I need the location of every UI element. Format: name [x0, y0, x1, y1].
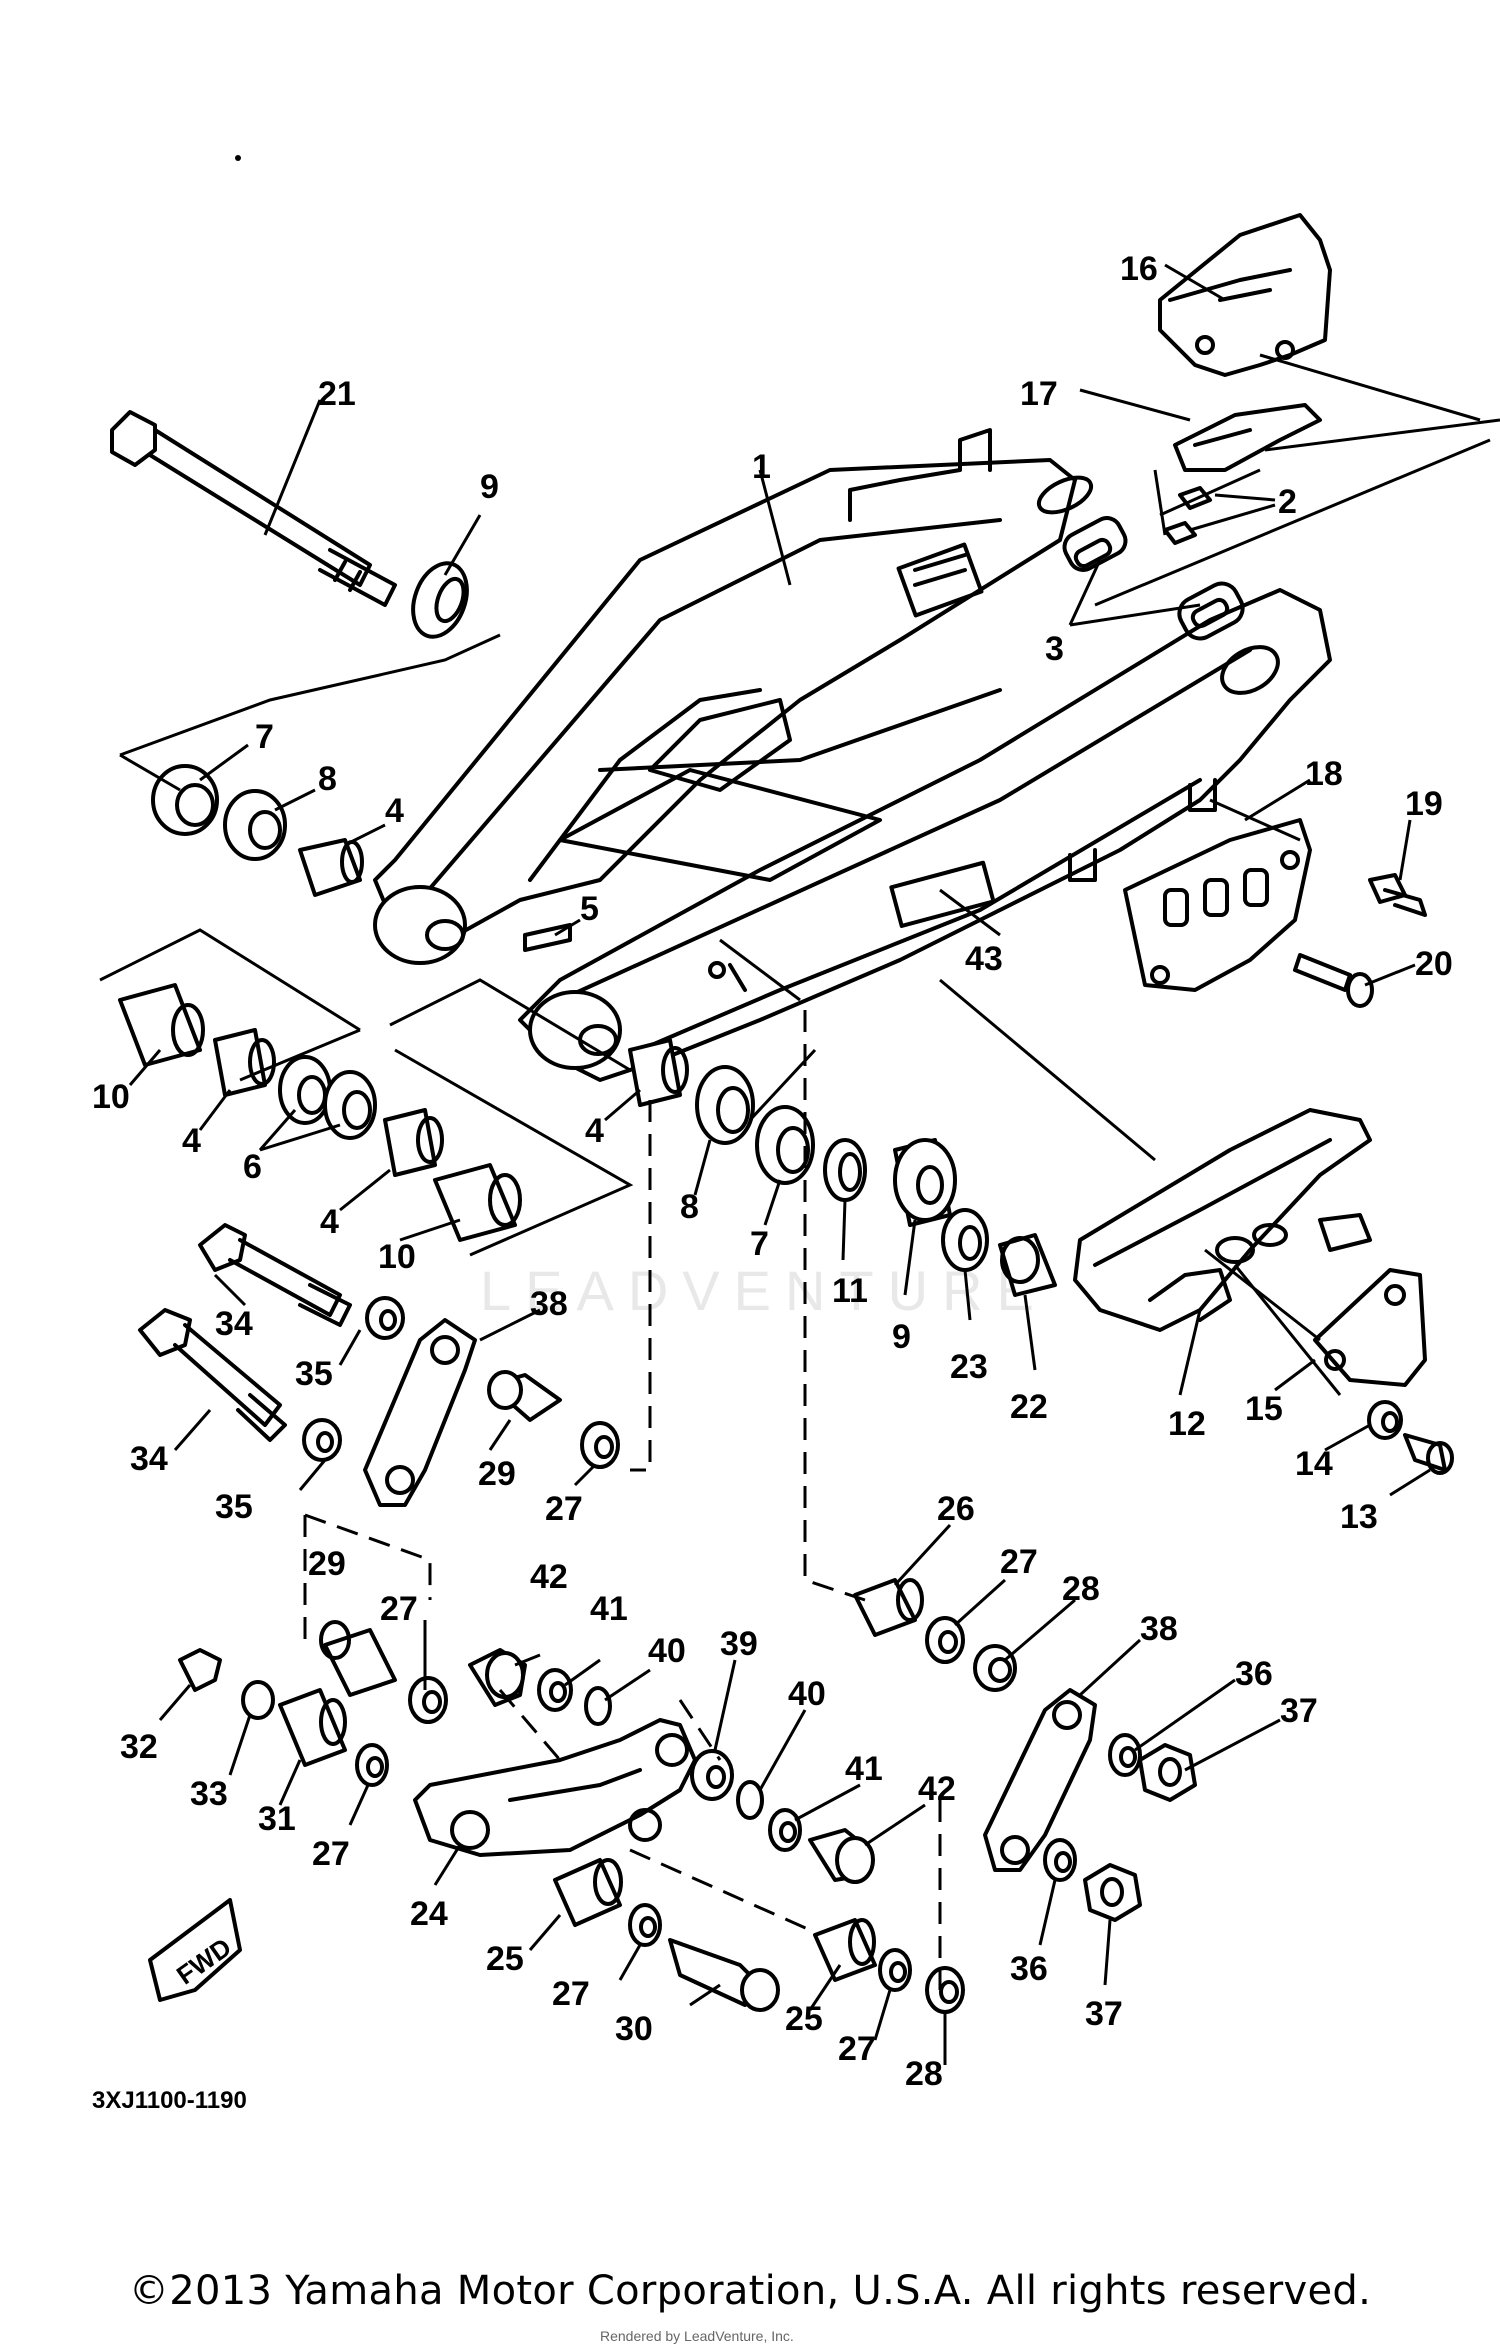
part-label: 42	[918, 1770, 956, 1808]
part-label: 34	[215, 1305, 253, 1343]
part-label: 5	[580, 890, 599, 928]
part-label: 27	[380, 1590, 418, 1628]
fwd-arrow-icon	[148, 1898, 242, 2002]
part-label: 10	[92, 1078, 130, 1116]
part-label: 24	[410, 1895, 448, 1933]
part-label: 39	[720, 1625, 758, 1663]
part-label: 27	[312, 1835, 350, 1873]
part-label: 27	[1000, 1543, 1038, 1581]
part-label: 3	[1045, 630, 1064, 668]
part-label: 28	[1062, 1570, 1100, 1608]
adjuster-plate	[1062, 516, 1128, 572]
part-label: 29	[308, 1545, 346, 1583]
part-label: 16	[1120, 250, 1158, 288]
part-label: 25	[486, 1940, 524, 1978]
part-label: 9	[892, 1318, 911, 1356]
part-label: 4	[182, 1122, 201, 1160]
part-label: 37	[1280, 1692, 1318, 1730]
part-label: 40	[648, 1632, 686, 1670]
part-label: 43	[965, 940, 1003, 978]
part-label: 33	[190, 1775, 228, 1813]
part-label: 30	[615, 2010, 653, 2048]
part-label: 36	[1010, 1950, 1048, 1988]
part-label: 35	[295, 1355, 333, 1393]
part-label: 38	[1140, 1610, 1178, 1648]
part-label: 6	[243, 1148, 262, 1186]
part-label: 27	[545, 1490, 583, 1528]
part-label: 21	[318, 375, 356, 413]
part-label: 12	[1168, 1405, 1206, 1443]
part-label: 19	[1405, 785, 1443, 823]
part-label: 37	[1085, 1995, 1123, 2033]
part-label: 18	[1305, 755, 1343, 793]
part-label: 4	[585, 1112, 604, 1150]
part-label: 8	[318, 760, 337, 798]
part-label: 14	[1295, 1445, 1333, 1483]
part-label: 15	[1245, 1390, 1283, 1428]
source-note: Rendered by LeadVenture, Inc.	[600, 2328, 794, 2344]
part-label: 8	[680, 1188, 699, 1226]
swingarm	[373, 428, 1332, 1082]
part-label: 28	[905, 2055, 943, 2093]
part-label: 2	[1278, 483, 1297, 521]
part-label: 35	[215, 1488, 253, 1526]
part-label: 25	[785, 2000, 823, 2038]
part-label: 40	[788, 1675, 826, 1713]
part-label: 4	[385, 792, 404, 830]
part-label: 7	[255, 718, 274, 756]
copyright-notice: ©2013 Yamaha Motor Corporation, U.S.A. A…	[128, 2268, 1372, 2314]
part-label: 42	[530, 1558, 568, 1596]
pivot-shaft	[110, 410, 397, 607]
part-label: 23	[950, 1348, 988, 1386]
part-label: 1	[752, 448, 771, 486]
diagram-code: 3XJ1100-1190	[92, 2087, 247, 2114]
part-label: 26	[937, 1490, 975, 1528]
part-label: 36	[1235, 1655, 1273, 1693]
part-label: 29	[478, 1455, 516, 1493]
chain-guide	[1158, 213, 1332, 377]
part-label: 38	[530, 1285, 568, 1323]
part-label: 31	[258, 1800, 296, 1838]
part-label: 10	[378, 1238, 416, 1276]
part-label: 20	[1415, 945, 1453, 983]
relay-arm	[413, 1718, 697, 1857]
part-label: 7	[750, 1225, 769, 1263]
part-label: 32	[120, 1728, 158, 1766]
watermark: LEADVENTURE	[480, 1259, 1048, 1322]
part-label: 27	[838, 2030, 876, 2068]
part-label: 11	[832, 1272, 868, 1310]
part-label: 41	[590, 1590, 628, 1628]
part-label: 9	[480, 468, 499, 506]
part-label: 27	[552, 1975, 590, 2013]
part-label: 41	[845, 1750, 883, 1788]
part-label: 17	[1020, 375, 1058, 413]
part-label: 34	[130, 1440, 168, 1478]
part-label: 22	[1010, 1388, 1048, 1426]
part-label: 4	[320, 1203, 339, 1241]
part-label: 13	[1340, 1498, 1378, 1536]
